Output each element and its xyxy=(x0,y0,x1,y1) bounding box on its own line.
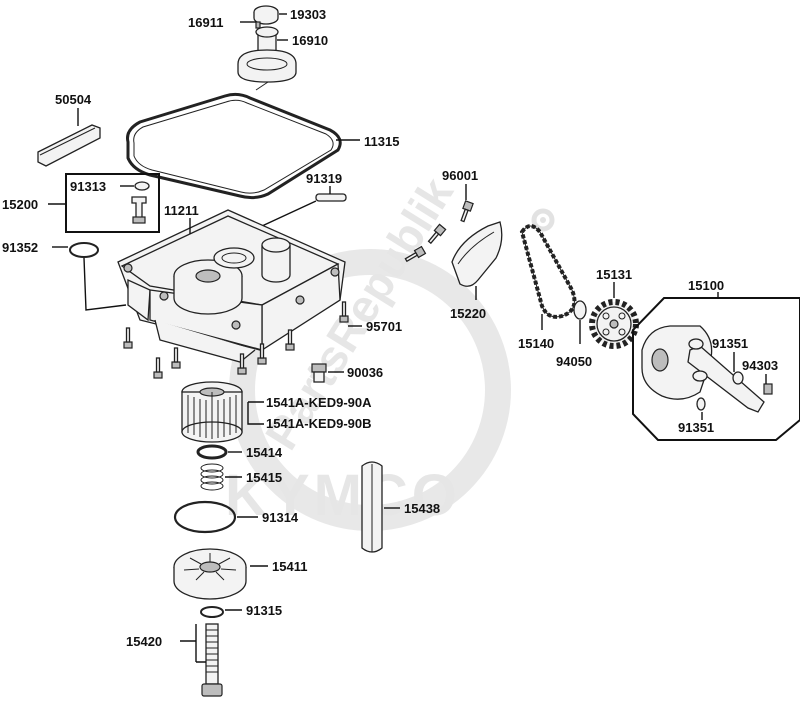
label-91352: 91352 xyxy=(2,240,38,255)
oil-pump-box-15100 xyxy=(632,297,800,441)
box-15200 xyxy=(65,173,160,233)
breather-assembly xyxy=(237,5,297,83)
filter-cap-15411 xyxy=(173,548,247,600)
label-15411: 15411 xyxy=(272,559,307,574)
washer-94050 xyxy=(573,300,587,320)
label-15200: 15200 xyxy=(2,197,38,212)
oring-91352 xyxy=(69,242,99,258)
label-19303: 19303 xyxy=(290,7,326,22)
plate-50504 xyxy=(37,124,101,167)
gear-icon xyxy=(531,208,555,232)
label-15420: 15420 xyxy=(126,634,162,649)
pin-91319 xyxy=(315,193,347,202)
bolts-96001 xyxy=(404,200,474,263)
label-11211: 11211 xyxy=(164,203,199,218)
chain-15140 xyxy=(519,224,577,319)
drain-plug-90036 xyxy=(311,363,327,383)
label-15438: 15438 xyxy=(404,501,440,516)
label-90036: 90036 xyxy=(347,365,383,380)
label-15220: 15220 xyxy=(450,306,486,321)
label-1541A-A: 1541A-KED9-90A xyxy=(266,395,372,410)
label-1541A-B: 1541A-KED9-90B xyxy=(266,416,372,431)
label-15140: 15140 xyxy=(518,336,554,351)
label-91314: 91314 xyxy=(262,510,299,525)
oil-filter-1541A xyxy=(181,381,243,443)
label-94050: 94050 xyxy=(556,354,592,369)
oring-91315 xyxy=(200,606,224,618)
label-15100: 15100 xyxy=(688,278,724,293)
oil-pan-11211 xyxy=(117,209,346,363)
oring-91314 xyxy=(173,500,237,534)
bolts-95701 xyxy=(123,301,349,379)
stud-15420 xyxy=(201,623,223,697)
washer-15414 xyxy=(196,444,228,460)
label-15414: 15414 xyxy=(246,445,283,460)
label-15415: 15415 xyxy=(246,470,282,485)
label-16911: 16911 xyxy=(188,15,223,30)
sprocket-15131 xyxy=(589,299,639,349)
label-91313: 91313 xyxy=(70,179,106,194)
label-11315: 11315 xyxy=(364,134,399,149)
label-91351-b: 91351 xyxy=(678,420,714,435)
label-95701: 95701 xyxy=(366,319,402,334)
chain-guide-15220 xyxy=(451,221,503,287)
label-15131: 15131 xyxy=(596,267,632,282)
label-91351-a: 91351 xyxy=(712,336,748,351)
label-50504: 50504 xyxy=(55,92,92,107)
label-96001: 96001 xyxy=(442,168,478,183)
label-91319: 91319 xyxy=(306,171,342,186)
label-94303: 94303 xyxy=(742,358,778,373)
watermark-maker: KYMCO xyxy=(225,463,461,528)
spring-15415 xyxy=(200,463,224,491)
label-16910: 16910 xyxy=(292,33,328,48)
label-91315: 91315 xyxy=(246,603,282,618)
strainer-15438 xyxy=(361,461,383,553)
